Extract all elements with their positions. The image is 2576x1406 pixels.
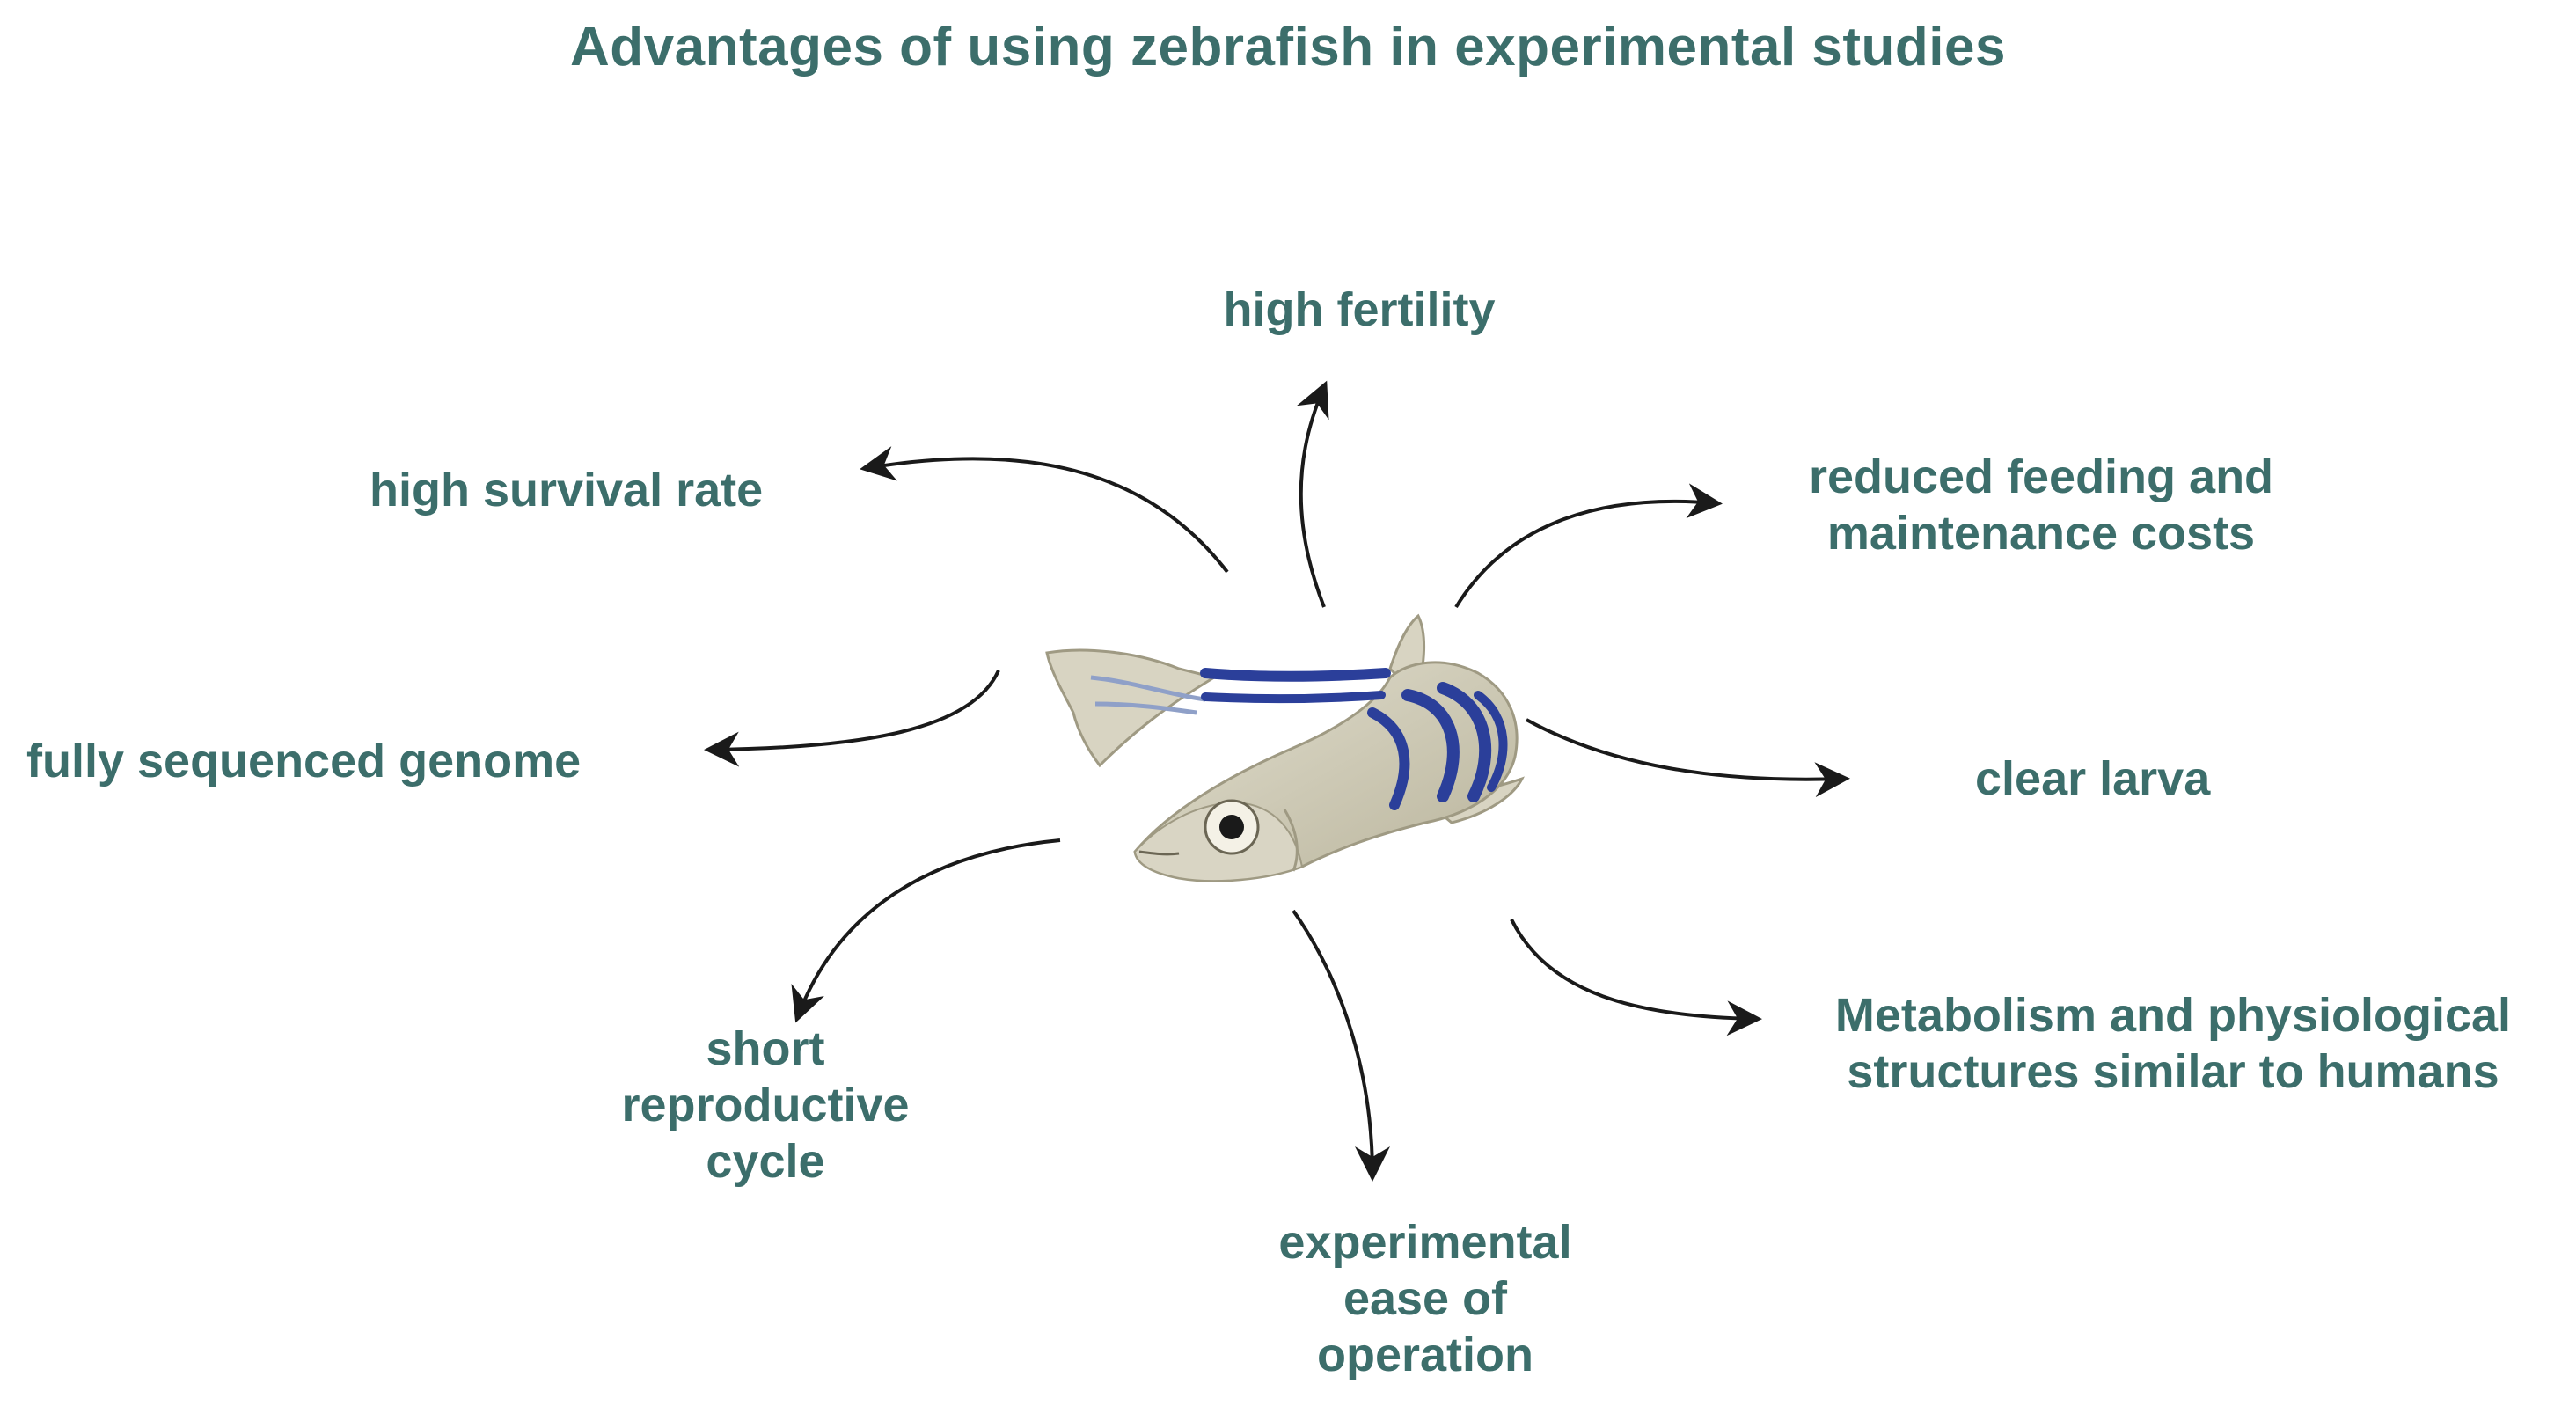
label-line: experimental [1278, 1216, 1572, 1269]
arrow-fully-sequenced-genome [704, 670, 1000, 767]
label-line: high fertility [1223, 283, 1496, 336]
label-line: short [706, 1022, 825, 1075]
fish-tail-fin [1045, 648, 1218, 768]
arrow-high-survival-rate [860, 446, 1229, 574]
fish-tail-stripe [1090, 675, 1206, 702]
label-high-fertility: high fertility [1170, 282, 1548, 338]
label-line: clear larva [1975, 752, 2211, 805]
arrow-short-reproductive-cycle [791, 838, 1061, 1023]
label-short-reproductive-cycle: short reproductive cycle [589, 1021, 941, 1190]
arrow-experimental-ease [1292, 909, 1390, 1182]
fish-eye-pupil [1219, 815, 1244, 839]
label-line: ease of [1343, 1272, 1508, 1325]
label-metabolism-similar: Metabolism and physiological structures … [1786, 987, 2560, 1100]
arrow-high-fertility [1296, 380, 1329, 608]
arrow-clear-larva [1526, 718, 1850, 798]
fish-mouth [1138, 850, 1180, 856]
fish-stripe [1401, 689, 1460, 802]
label-reduced-costs: reduced feeding and maintenance costs [1760, 449, 2323, 561]
fish-stripe [1437, 682, 1492, 802]
label-fully-sequenced-genome: fully sequenced genome [26, 733, 581, 789]
fish-tail-stripe [1094, 701, 1197, 715]
label-line: maintenance costs [1826, 507, 2256, 560]
arrow-reduced-costs [1454, 483, 1723, 609]
label-line: reproductive [621, 1079, 910, 1131]
label-line: structures similar to humans [1847, 1045, 2499, 1098]
zebrafish-illustration [1045, 613, 1525, 882]
label-line: cycle [706, 1135, 825, 1188]
label-line: high survival rate [370, 464, 764, 516]
label-line: operation [1316, 1329, 1533, 1381]
label-line: fully sequenced genome [26, 735, 582, 787]
fish-stripe [1201, 691, 1386, 704]
label-experimental-ease: experimental ease of operation [1232, 1214, 1619, 1383]
arrow-metabolism-similar [1510, 919, 1762, 1036]
label-line: Metabolism and physiological [1834, 989, 2512, 1042]
label-high-survival-rate: high survival rate [370, 462, 763, 518]
fish-stripe [1200, 668, 1391, 682]
fish-stripe [1367, 707, 1410, 810]
label-line: reduced feeding and [1808, 450, 2274, 503]
label-clear-larva: clear larva [1975, 751, 2210, 807]
fish-gill [1283, 809, 1299, 872]
diagram-title: Advantages of using zebrafish in experim… [570, 17, 2006, 77]
fish-stripe [1474, 691, 1508, 792]
